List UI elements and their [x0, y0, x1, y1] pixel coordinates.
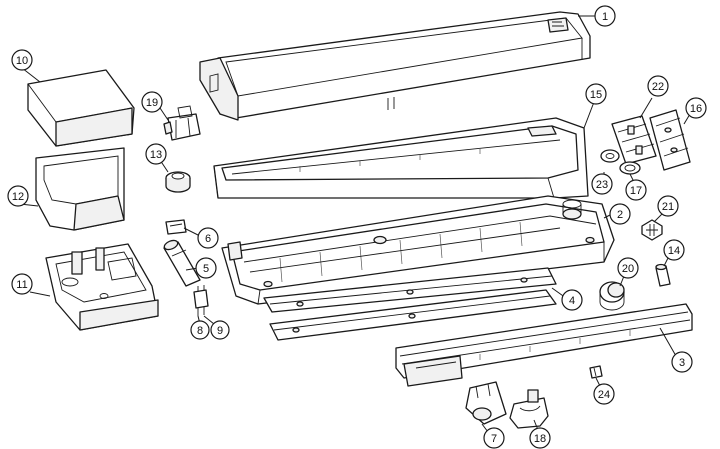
- part-17-ring: [619, 161, 641, 175]
- part-7-handle: [465, 381, 507, 425]
- callout-15: 15: [585, 83, 607, 105]
- part-19-connector: [163, 105, 201, 141]
- callout-16-label: 16: [690, 103, 702, 115]
- callout-14: 14: [663, 239, 685, 261]
- part-4-trim-strip: [263, 267, 557, 313]
- callout-13: 13: [145, 143, 167, 165]
- part-4-lower-plate: [269, 289, 557, 341]
- callout-10-label: 10: [16, 55, 28, 67]
- part-24-screw: [589, 365, 603, 379]
- callout-11-label: 11: [16, 279, 27, 291]
- callout-22: 22: [647, 75, 669, 97]
- callout-16: 16: [685, 97, 707, 119]
- callout-17: 17: [625, 179, 647, 201]
- callout-12: 12: [7, 185, 29, 207]
- callout-5: 5: [195, 257, 217, 279]
- callout-23-label: 23: [596, 179, 608, 191]
- callout-18-label: 18: [534, 433, 546, 445]
- callout-7-label: 7: [491, 433, 497, 445]
- callout-5-label: 5: [203, 263, 209, 275]
- callout-3-label: 3: [679, 357, 685, 369]
- part-18-clamp: [509, 389, 549, 429]
- part-23-washer: [600, 149, 620, 163]
- callout-4-label: 4: [569, 295, 575, 307]
- part-14-spacer: [655, 263, 671, 287]
- part-11-end-base: [45, 243, 159, 331]
- callout-4: 4: [561, 289, 583, 311]
- callout-11: 11: [11, 273, 33, 295]
- callout-7: 7: [483, 427, 505, 449]
- callout-6: 6: [197, 227, 219, 249]
- callout-20-label: 20: [622, 263, 634, 275]
- callout-8-label: 8: [197, 325, 203, 337]
- callout-1: 1: [594, 5, 616, 27]
- callout-6-label: 6: [205, 233, 211, 245]
- callout-2-label: 2: [617, 209, 623, 221]
- part-8-9-switch: [193, 285, 209, 316]
- callout-21-label: 21: [662, 201, 674, 213]
- part-22-bracket: [611, 115, 657, 165]
- callout-8: 8: [190, 320, 210, 340]
- callout-22-label: 22: [652, 81, 664, 93]
- part-12-end-frame: [35, 147, 125, 231]
- callout-23: 23: [591, 173, 613, 195]
- callout-10: 10: [11, 49, 33, 71]
- part-2-base-housing: [221, 195, 615, 305]
- callout-3: 3: [671, 351, 693, 373]
- callout-19-label: 19: [146, 97, 158, 109]
- part-16-terminal-block: [649, 109, 691, 171]
- callout-18: 18: [529, 427, 551, 449]
- callout-2: 2: [609, 203, 631, 225]
- callout-9-label: 9: [217, 325, 223, 337]
- part-15-frame: [213, 117, 589, 199]
- callout-19: 19: [141, 91, 163, 113]
- part-21-nut: [641, 219, 663, 241]
- callout-1-label: 1: [602, 11, 608, 23]
- callout-14-label: 14: [668, 245, 680, 257]
- part-13-grommet: [165, 171, 191, 193]
- callout-20: 20: [617, 257, 639, 279]
- part-1-top-cover: [199, 11, 591, 121]
- callout-15-label: 15: [590, 89, 602, 101]
- part-5-cylinder: [163, 239, 201, 287]
- callout-12-label: 12: [12, 191, 24, 203]
- callout-24-label: 24: [598, 389, 610, 401]
- part-20-knob: [599, 281, 625, 311]
- callout-13-label: 13: [150, 149, 162, 161]
- callout-17-label: 17: [630, 185, 642, 197]
- callout-9: 9: [210, 320, 230, 340]
- part-10-end-cap-cover: [27, 69, 135, 147]
- callout-24: 24: [593, 383, 615, 405]
- callout-21: 21: [657, 195, 679, 217]
- part-3-rail: [395, 303, 693, 387]
- part-6-clip: [165, 219, 187, 235]
